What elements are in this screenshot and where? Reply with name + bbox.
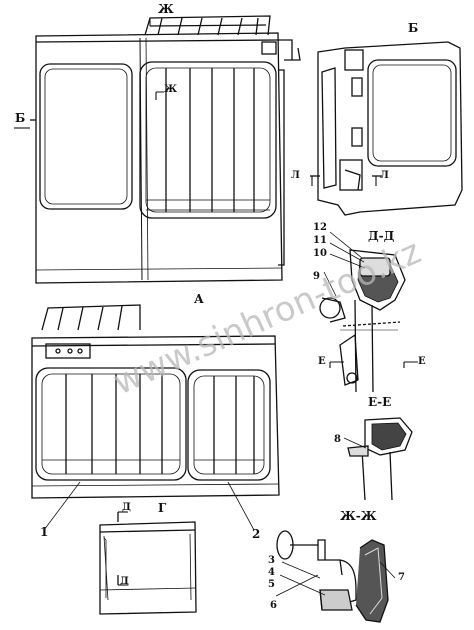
callout-9: 9 xyxy=(313,271,320,282)
callout-8: 8 xyxy=(334,434,341,445)
callout-7: 7 xyxy=(398,572,405,583)
section-mark-l-right: Л xyxy=(380,170,389,181)
section-e-e xyxy=(347,417,413,501)
view-label-b-top: Б xyxy=(15,111,25,125)
section-mark-d-top: Д xyxy=(122,502,131,513)
callout-3: 3 xyxy=(268,555,275,566)
section-d-d xyxy=(319,249,406,393)
callout-6: 6 xyxy=(270,600,277,611)
callout-10: 10 xyxy=(313,248,327,259)
section-mark-l-left: Л xyxy=(291,170,300,181)
view-label-d-d: Д-Д xyxy=(368,229,395,243)
cabin-side-view xyxy=(30,15,301,284)
callout-12: 12 xyxy=(313,222,327,233)
section-mark-d-bottom: Д xyxy=(120,576,129,587)
callout-11: 11 xyxy=(313,235,327,246)
callout-4: 4 xyxy=(268,567,275,578)
section-mark-zh-top: Ж xyxy=(158,2,174,16)
view-label-b-side: Б xyxy=(408,21,418,35)
view-label-g: Г xyxy=(158,501,167,515)
section-mark-zh-inner: Ж xyxy=(164,84,178,95)
callout-5: 5 xyxy=(268,579,275,590)
section-mark-e-right: Е xyxy=(418,356,426,367)
callout-1: 1 xyxy=(40,525,48,539)
view-g xyxy=(99,512,197,615)
view-label-a: А xyxy=(194,292,204,306)
section-zh-zh xyxy=(275,530,396,623)
view-label-e-e: Е-Е xyxy=(368,395,391,409)
section-arrows xyxy=(14,17,418,586)
callout-leaders xyxy=(323,231,367,449)
callout-2: 2 xyxy=(252,527,260,541)
view-a xyxy=(31,304,280,531)
watermark: www.sinhron-too.kz xyxy=(107,232,426,404)
view-label-zh-zh: Ж-Ж xyxy=(340,509,377,523)
section-mark-e-left: Е xyxy=(318,356,326,367)
view-b xyxy=(310,41,463,216)
